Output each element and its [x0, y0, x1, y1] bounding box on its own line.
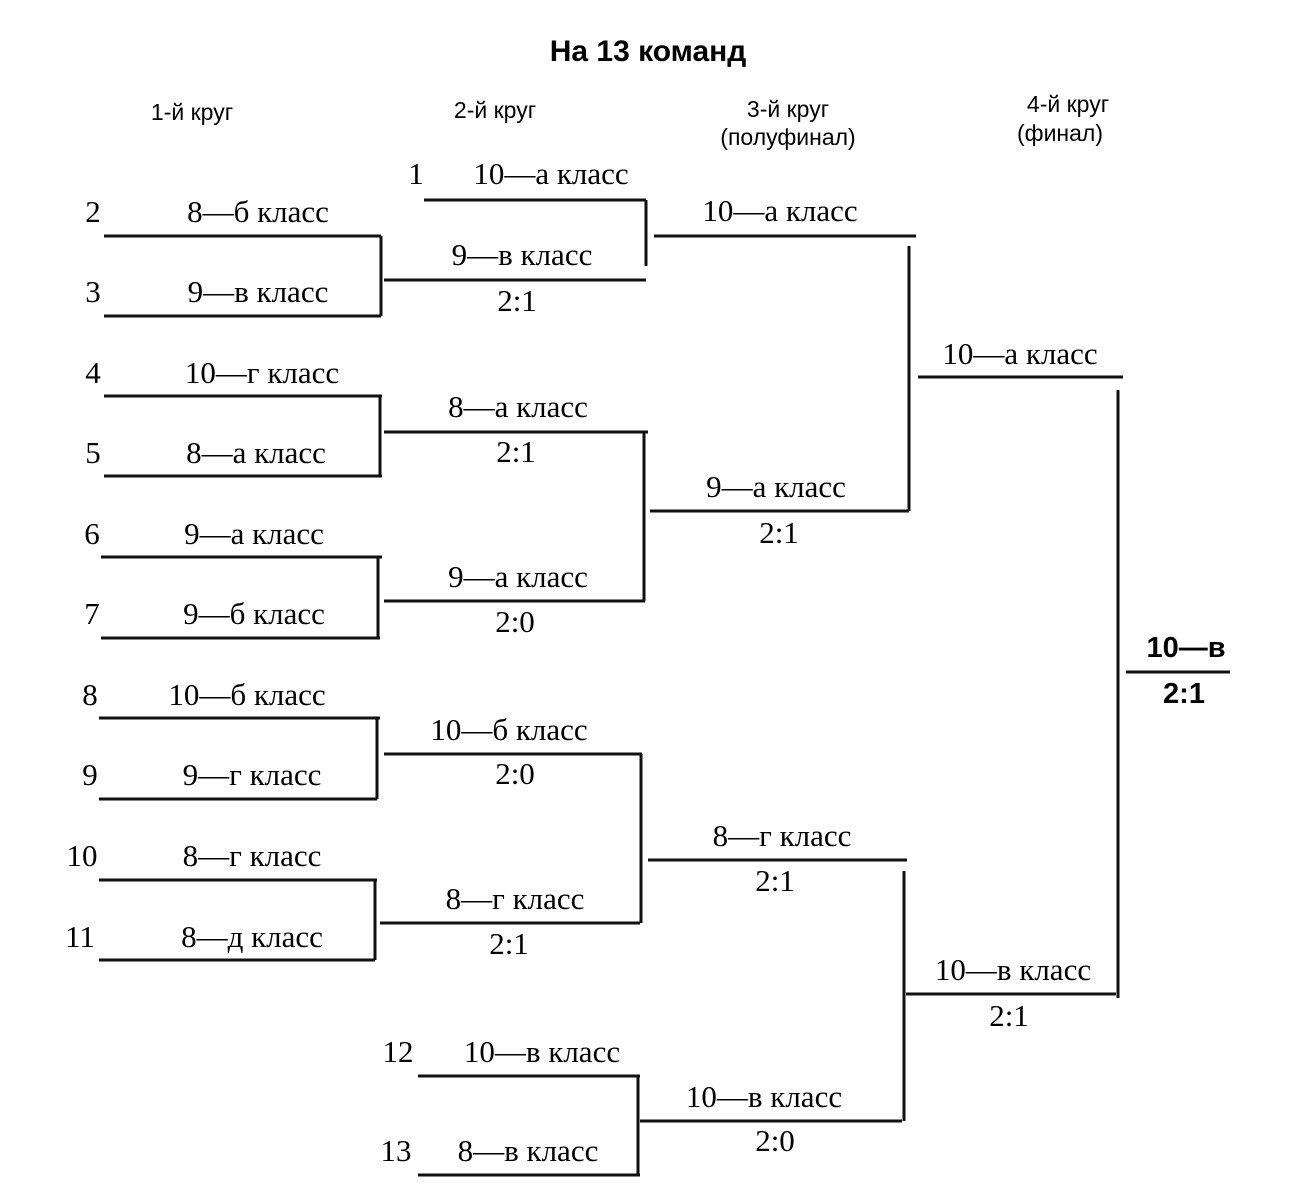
team-name: 10—а класс — [702, 193, 857, 228]
team-name: 8—д класс — [181, 919, 323, 954]
round1-entry-6: 7 9—б класс — [84, 596, 380, 640]
round3-entry-1: 10—а класс — [654, 193, 916, 238]
team-name: 9—г класс — [183, 757, 322, 792]
team-name: 9—а класс — [448, 559, 588, 594]
seed-number: 2 — [85, 194, 101, 229]
round1-header: 1-й круг — [151, 99, 233, 125]
round2-entry-5: 10—б класс 2:0 — [384, 712, 642, 791]
team-name: 8—а класс — [186, 435, 326, 470]
round1-entry-10: 11 8—д класс — [65, 919, 375, 962]
seed-number: 6 — [84, 516, 100, 551]
seed-number: 12 — [383, 1034, 414, 1069]
champion-score: 2:1 — [1163, 678, 1205, 710]
bracket-title: На 13 команд — [550, 35, 747, 68]
team-name: 10—б класс — [168, 677, 325, 712]
team-name: 9—а класс — [184, 516, 324, 551]
team-name: 8—г класс — [183, 838, 322, 873]
round2-entry-1: 1 10—а класс — [408, 156, 646, 202]
round1-entry-9: 10 8—г класс — [67, 838, 377, 882]
match-score: 2:1 — [759, 515, 799, 550]
seed-number: 9 — [82, 757, 98, 792]
team-name: 8—г класс — [446, 881, 585, 916]
team-name: 8—а класс — [448, 389, 588, 424]
team-name: 10—в класс — [935, 952, 1091, 987]
team-name: 10—б класс — [430, 712, 587, 747]
round4-header: 4-й круг — [1027, 91, 1109, 117]
team-name: 10—г класс — [185, 355, 339, 390]
team-name: 10—а класс — [942, 336, 1097, 371]
team-name: 10—в класс — [464, 1034, 620, 1069]
round1-entry-7: 8 10—б класс — [82, 677, 380, 720]
round4-subheader: (финал) — [1017, 120, 1103, 146]
team-name: 9—б класс — [183, 596, 325, 631]
round4-entry-2: 10—в класс 2:1 — [906, 952, 1116, 1033]
round4-entry-1: 10—а класс — [918, 336, 1123, 379]
seed-number: 4 — [85, 355, 101, 390]
match-score: 2:1 — [989, 998, 1029, 1033]
seed-number: 7 — [84, 596, 100, 631]
team-name: 8—в класс — [458, 1133, 599, 1168]
team-name: 10—а класс — [473, 156, 628, 191]
round2-entry-4: 9—а класс 2:0 — [384, 559, 645, 639]
champion-name: 10—в — [1146, 632, 1225, 664]
team-name: 9—в класс — [188, 274, 329, 309]
round1-entry-1: 2 8—б класс — [85, 194, 381, 238]
seed-number: 1 — [408, 156, 424, 191]
match-score: 2:1 — [496, 434, 536, 469]
match-score: 2:0 — [495, 604, 535, 639]
team-name: 8—г класс — [713, 818, 852, 853]
match-score: 2:1 — [755, 863, 795, 898]
team-name: 9—в класс — [452, 237, 593, 272]
team-name: 9—а класс — [706, 469, 846, 504]
seed-number: 11 — [65, 919, 95, 954]
team-name: 10—в класс — [686, 1079, 842, 1114]
round3-entry-4: 10—в класс 2:0 — [640, 1079, 902, 1158]
round2-entry-2: 9—в класс 2:1 — [384, 237, 646, 318]
round2-header: 2-й круг — [454, 97, 536, 123]
champion-entry: 10—в 2:1 — [1126, 632, 1230, 710]
round3-header: 3-й круг — [747, 96, 829, 122]
round3-entry-3: 8—г класс 2:1 — [648, 818, 907, 898]
round1-entry-5: 6 9—а класс — [84, 516, 382, 559]
round2-entry-8: 13 8—в класс — [381, 1133, 640, 1177]
seed-number: 13 — [381, 1133, 412, 1168]
round3-subheader: (полуфинал) — [720, 124, 855, 150]
round2-entry-7: 12 10—в класс — [383, 1034, 640, 1078]
match-score: 2:1 — [489, 926, 529, 961]
round1-entry-2: 3 9—в класс — [85, 274, 381, 318]
match-score: 2:0 — [755, 1123, 795, 1158]
round1-entry-8: 9 9—г класс — [82, 757, 377, 801]
round3-entry-2: 9—а класс 2:1 — [650, 469, 909, 550]
seed-number: 5 — [85, 435, 101, 470]
seed-number: 10 — [67, 838, 98, 873]
team-name: 8—б класс — [187, 194, 329, 229]
round1-entry-4: 5 8—а класс — [85, 435, 382, 478]
round1-entry-3: 4 10—г класс — [85, 355, 382, 398]
seed-number: 8 — [82, 677, 98, 712]
round2-entry-3: 8—а класс 2:1 — [384, 389, 648, 469]
seed-number: 3 — [85, 274, 101, 309]
round2-entry-6: 8—г класс 2:1 — [380, 881, 640, 961]
match-score: 2:0 — [495, 756, 535, 791]
match-score: 2:1 — [497, 283, 537, 318]
